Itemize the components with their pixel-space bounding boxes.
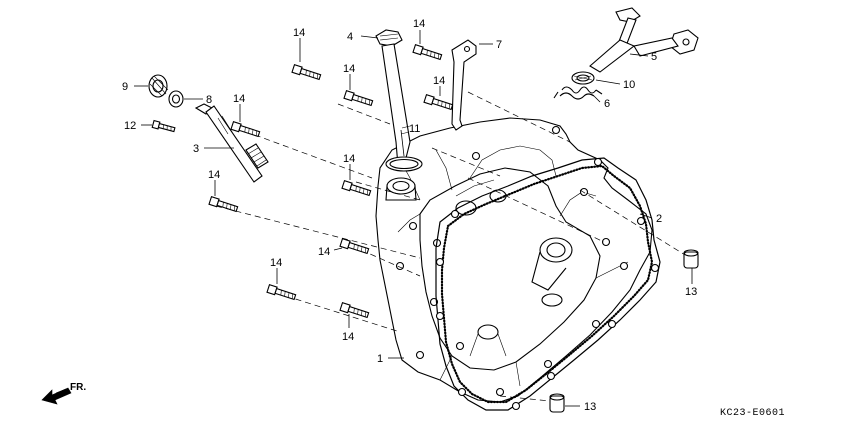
callout-12: 12 (124, 120, 136, 132)
callout-14: 14 (342, 331, 354, 343)
callout-11: 11 (409, 123, 420, 135)
callout-14: 14 (413, 18, 425, 30)
spring-washer (571, 71, 595, 85)
bolt-flange (208, 43, 454, 319)
dowel-pin (549, 393, 565, 413)
callout-14: 14 (293, 27, 305, 39)
shift-arm (589, 7, 699, 73)
callout-14: 14 (318, 246, 330, 258)
callout-14: 14 (433, 75, 445, 87)
front-direction-arrow-icon (41, 387, 72, 405)
callout-6: 6 (604, 98, 610, 110)
callout-5: 5 (651, 51, 657, 63)
callout-labels: 4 7 5 10 6 9 8 12 3 11 2 13 13 1 14 14 1… (122, 18, 697, 413)
callout-2: 2 (656, 213, 662, 225)
front-direction-label: FR. (70, 382, 86, 393)
cover-gasket (435, 157, 661, 411)
callout-7: 7 (496, 39, 502, 51)
drawing-code: KC23-E0601 (720, 408, 785, 419)
washer (168, 90, 184, 108)
callout-10: 10 (623, 79, 635, 91)
oil-level-gauge (375, 29, 411, 167)
o-ring (385, 156, 423, 172)
callout-14: 14 (208, 169, 220, 181)
callout-14: 14 (343, 63, 355, 75)
callout-13: 13 (584, 401, 596, 413)
bracket (451, 39, 477, 131)
callout-4: 4 (347, 31, 353, 43)
oil-seal (148, 74, 169, 98)
callout-1: 1 (377, 353, 383, 365)
callout-14: 14 (343, 153, 355, 165)
callout-8: 8 (206, 94, 212, 106)
leader-lines (134, 30, 693, 407)
callout-14: 14 (233, 93, 245, 105)
bolt-small (151, 119, 176, 133)
return-spring (553, 86, 603, 100)
callout-13: 13 (685, 286, 697, 298)
shaft (194, 103, 269, 183)
callout-9: 9 (122, 81, 128, 93)
callout-14: 14 (270, 257, 282, 269)
callout-3: 3 (193, 143, 199, 155)
dowel-pin (683, 249, 699, 269)
